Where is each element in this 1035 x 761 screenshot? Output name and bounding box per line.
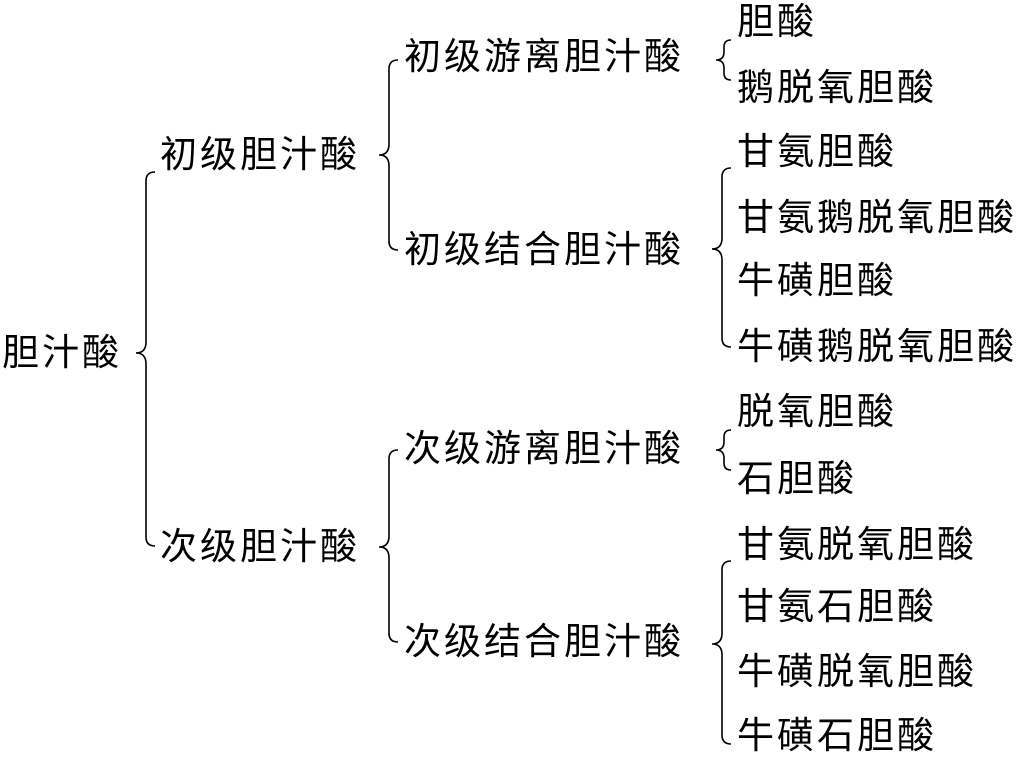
leaf-item: 鹅脱氧胆酸	[737, 66, 937, 109]
group-primary-free-label: 初级游离胆汁酸	[404, 35, 684, 78]
leaf-item: 牛磺鹅脱氧胆酸	[737, 325, 1017, 368]
secondary-conjugated-brace	[711, 560, 732, 745]
leaf-item: 脱氧胆酸	[737, 390, 897, 433]
leaf-item: 胆酸	[737, 0, 817, 43]
leaf-item: 甘氨鹅脱氧胆酸	[737, 196, 1017, 239]
leaf-item: 石胆酸	[737, 457, 857, 500]
secondary-free-brace	[715, 429, 732, 471]
leaf-item: 甘氨胆酸	[737, 130, 897, 173]
leaf-item: 甘氨脱氧胆酸	[737, 523, 977, 566]
primary-brace	[378, 59, 399, 251]
branch-primary-label: 初级胆汁酸	[160, 133, 360, 176]
leaf-item: 牛磺脱氧胆酸	[737, 650, 977, 693]
group-secondary-free-label: 次级游离胆汁酸	[404, 427, 684, 470]
group-primary-conjugated-label: 初级结合胆汁酸	[404, 228, 684, 271]
secondary-brace	[378, 449, 399, 643]
group-secondary-conjugated-label: 次级结合胆汁酸	[404, 620, 684, 663]
leaf-item: 牛磺石胆酸	[737, 714, 937, 757]
leaf-item: 牛磺胆酸	[737, 259, 897, 302]
primary-free-brace	[715, 39, 732, 81]
branch-secondary-label: 次级胆汁酸	[160, 525, 360, 568]
root-label: 胆汁酸	[2, 331, 122, 374]
root-brace	[135, 171, 156, 547]
primary-conjugated-brace	[711, 167, 732, 348]
leaf-item: 甘氨石胆酸	[737, 585, 937, 628]
